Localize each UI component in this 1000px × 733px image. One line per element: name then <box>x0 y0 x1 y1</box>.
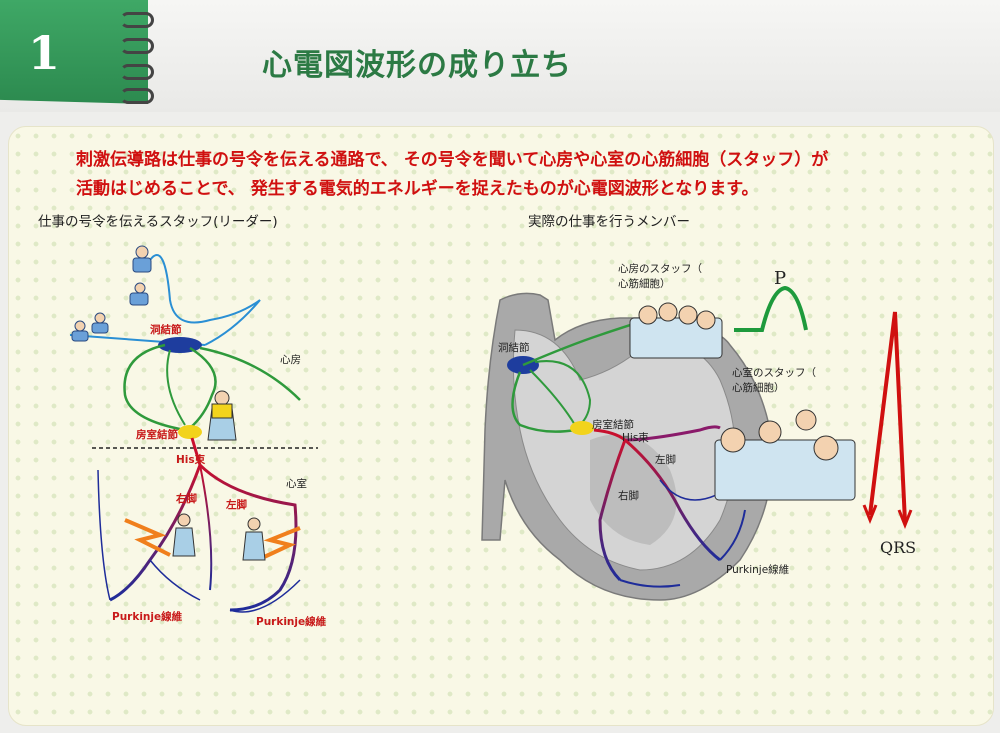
p-wave-shape <box>734 285 808 332</box>
qrs-wave-shape <box>868 311 907 523</box>
intro-text: 刺激伝導路は仕事の号令を伝える通路で、 その号令を聞いて心房や心室の心筋細胞（ス… <box>76 146 976 204</box>
left-label-his: His束 <box>176 454 206 466</box>
binder-rings-icon <box>120 8 154 104</box>
left-label-sa-node: 洞結節 <box>150 324 182 336</box>
right-bundle-path <box>109 464 202 602</box>
left-label-atrium: 心房 <box>280 354 301 366</box>
right-label-left-bundle: 左脚 <box>655 454 676 466</box>
intro-line-2: 活動はじめることで、 発生する電気的エネルギーを捉えたものが心電図波形となります… <box>76 179 759 199</box>
nurse-figure-icon <box>172 390 266 561</box>
right-label-sa-node: 洞結節 <box>498 342 530 354</box>
left-conduction-diagram <box>69 245 318 613</box>
left-label-ventricle: 心室 <box>286 478 307 490</box>
left-bundle-path <box>198 463 298 612</box>
leader-signal-line <box>149 254 261 346</box>
right-label-av-node: 房室結節 <box>592 419 634 431</box>
intro-line-1: 刺激伝導路は仕事の号令を伝える通路で、 その号令を聞いて心房や心室の心筋細胞（ス… <box>76 150 829 170</box>
ventricular-staff-icon <box>714 409 856 501</box>
av-node-shape <box>178 425 202 439</box>
left-label-purkinje-1: Purkinje線維 <box>112 611 183 623</box>
right-label-purkinje: Purkinje線維 <box>726 564 790 576</box>
page-title: 心電図波形の成り立ち <box>262 48 572 83</box>
leader-figures-icon <box>71 245 152 342</box>
header-bar <box>0 0 1000 112</box>
right-label-right-bundle: 右脚 <box>618 490 639 502</box>
left-label-purkinje-2: Purkinje線維 <box>256 616 327 628</box>
left-label-right-bundle: 右脚 <box>176 493 197 505</box>
atrial-staff-icon <box>629 302 723 359</box>
right-label-his: His束 <box>622 432 649 444</box>
section-number: 1 <box>28 26 61 80</box>
right-label-atrial-staff: 心房のスタッフ（ 心筋細胞） <box>618 263 702 290</box>
right-label-ventricular-staff: 心室のスタッフ（ 心筋細胞） <box>732 367 816 394</box>
left-subtitle: 仕事の号令を伝えるスタッフ(リーダー) <box>38 214 278 230</box>
heart-diagram <box>481 285 913 601</box>
left-label-left-bundle: 左脚 <box>226 499 247 511</box>
right-subtitle: 実際の仕事を行うメンバー <box>528 214 690 230</box>
left-label-av-node: 房室結節 <box>136 429 178 441</box>
qrs-label: QRS <box>880 538 917 557</box>
p-wave-label: P <box>774 268 787 289</box>
